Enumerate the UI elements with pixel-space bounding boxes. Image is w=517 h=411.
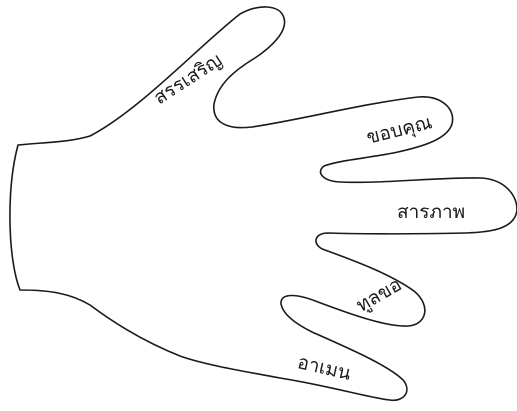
middle-finger-label: สารภาพ: [397, 203, 465, 222]
